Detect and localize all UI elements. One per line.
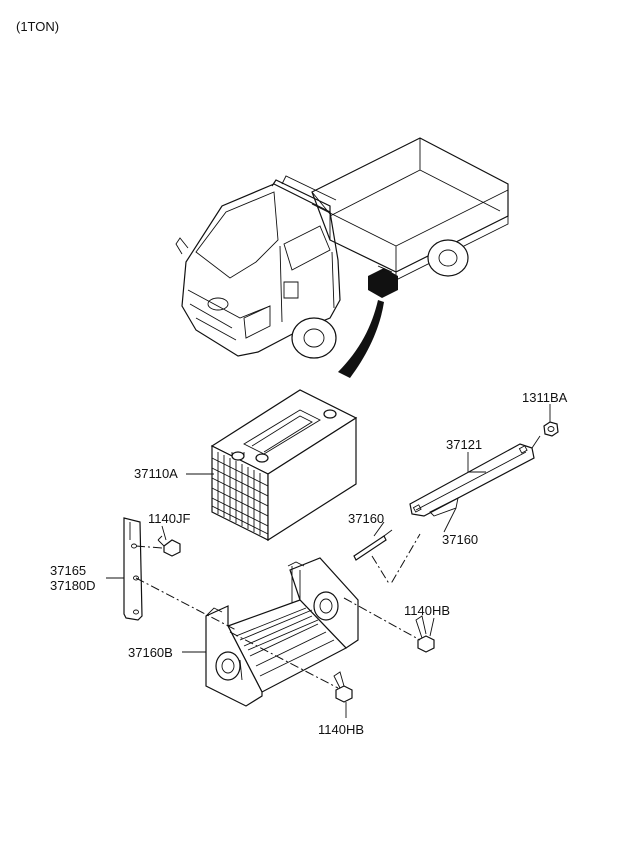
- location-arrow: [338, 300, 384, 378]
- label-37121: 37121: [446, 437, 482, 452]
- leader-lines: [106, 404, 551, 718]
- clamp-37121: [409, 435, 541, 517]
- bolt-1140HB-right: [415, 615, 435, 653]
- label-1140HB-right: 1140HB: [404, 603, 450, 618]
- label-1140JF: 1140JF: [148, 511, 190, 526]
- tray-37160B: [205, 557, 359, 707]
- nut-1311BA: [543, 421, 559, 437]
- label-1140HB-bottom: 1140HB: [318, 722, 364, 737]
- bracket-37165: [123, 517, 143, 621]
- bolt-1140HB-bottom: [333, 671, 353, 703]
- rod-37160-left: [353, 529, 393, 561]
- label-1311BA: 1311BA: [522, 390, 568, 405]
- label-37165: 37165: [50, 563, 86, 578]
- label-37110A: 37110A: [134, 466, 178, 481]
- battery-37110A: [210, 389, 358, 542]
- bolt-1140JF: [157, 535, 181, 557]
- label-37160-left: 37160: [348, 511, 384, 526]
- label-37160B: 37160B: [128, 645, 173, 660]
- variant-label: (1TON): [16, 19, 59, 34]
- assembly-centerlines: [135, 533, 421, 689]
- truck-illustration: [175, 137, 509, 359]
- label-37160-right: 37160: [442, 532, 478, 547]
- label-37180D: 37180D: [50, 578, 96, 593]
